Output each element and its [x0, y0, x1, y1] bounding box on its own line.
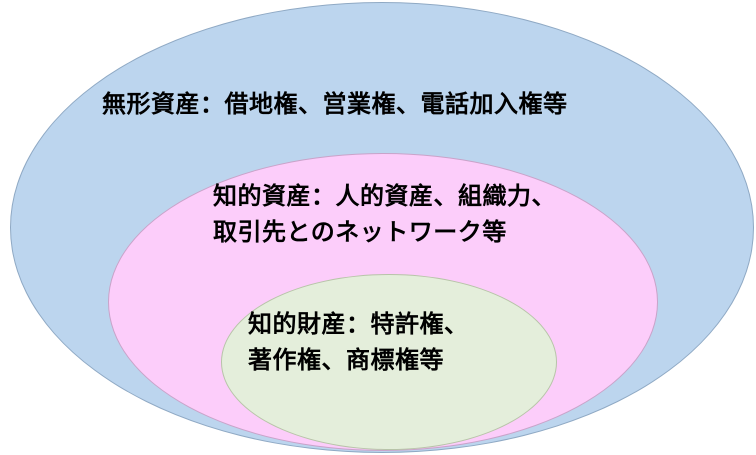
intellectual-property-line-2: 著作権、商標権等 [248, 346, 444, 374]
intellectual-property-label: 知的財産：特許権、 著作権、商標権等 [248, 306, 469, 378]
intellectual-property-ellipse [221, 274, 557, 450]
intellectual-assets-line-1: 知的資産：人的資産、組織力、 [213, 182, 556, 210]
intellectual-assets-line-2: 取引先とのネットワーク等 [213, 218, 507, 246]
intellectual-assets-label: 知的資産：人的資産、組織力、 取引先とのネットワーク等 [213, 178, 556, 250]
intellectual-property-line-1: 知的財産：特許権、 [248, 310, 469, 338]
intangible-assets-label: 無形資産：借地権、営業権、電話加入権等 [102, 86, 568, 122]
intangible-assets-text: 無形資産：借地権、営業権、電話加入権等 [102, 90, 568, 118]
